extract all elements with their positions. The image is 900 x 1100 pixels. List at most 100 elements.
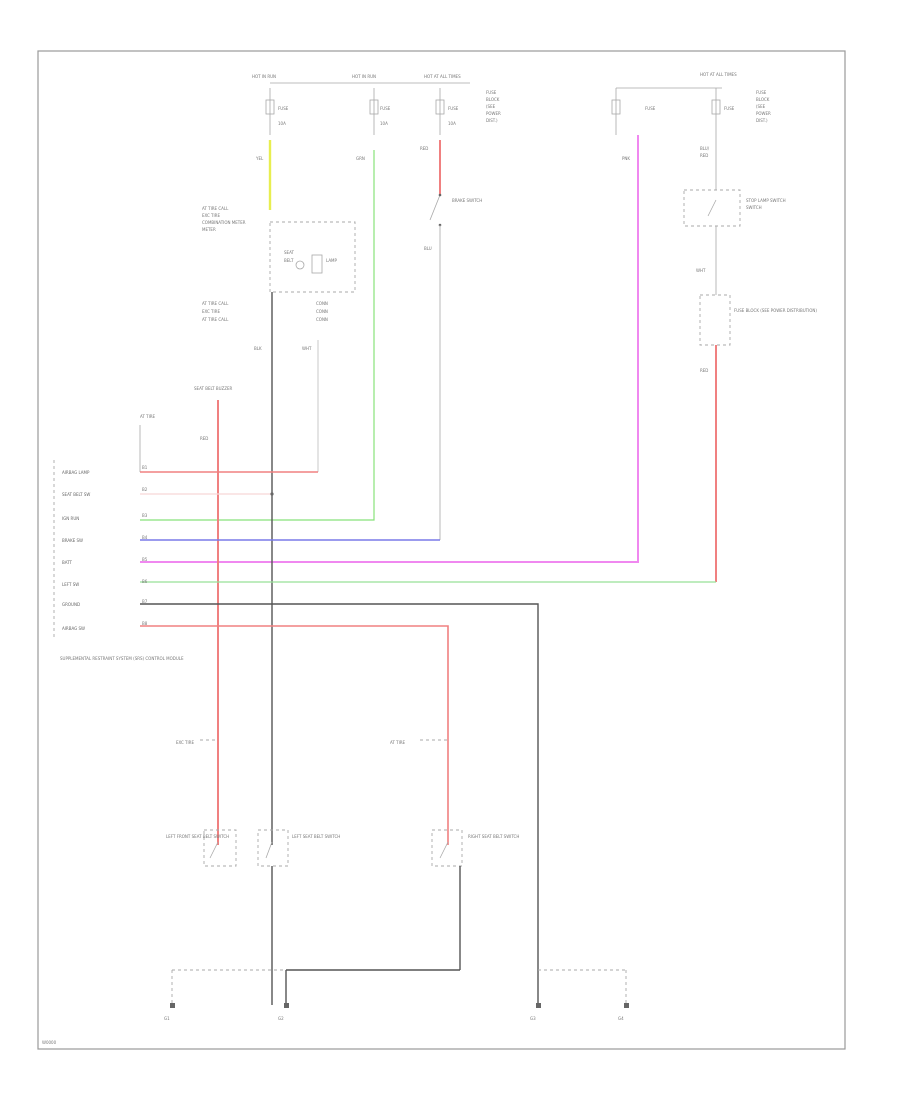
svg-text:SEAT: SEAT (284, 250, 294, 255)
svg-text:FUSE: FUSE (645, 106, 656, 111)
svg-text:B2: B2 (142, 487, 148, 492)
fuse-1: HOT IN RUN FUSE 10A (252, 74, 289, 135)
svg-text:(SEE: (SEE (756, 104, 766, 109)
svg-text:B1: B1 (142, 465, 148, 470)
wire-green-ign (140, 150, 375, 521)
svg-text:B5: B5 (142, 557, 148, 562)
svg-text:RED: RED (700, 153, 708, 158)
fuse-4: HOT AT ALL TIMES FUSE FUSE FUSE BLOCK (S… (611, 72, 771, 140)
svg-text:COMBINATION METER: COMBINATION METER (202, 220, 246, 225)
svg-text:FUSE: FUSE (756, 90, 767, 95)
svg-text:FUSE: FUSE (724, 106, 735, 111)
svg-text:AT TIRE CALL: AT TIRE CALL (202, 301, 229, 306)
svg-text:DIST.): DIST.) (756, 118, 768, 123)
svg-text:DIST.): DIST.) (486, 118, 498, 123)
svg-text:BLU/: BLU/ (700, 146, 710, 151)
svg-text:G2: G2 (278, 1016, 284, 1021)
fuse-3: HOT AT ALL TIMES FUSE 10A FUSE BLOCK (SE… (424, 74, 501, 135)
svg-text:AT TIRE: AT TIRE (140, 414, 156, 419)
svg-text:PNK: PNK (622, 156, 630, 161)
footer-code: W0000 (42, 1040, 57, 1045)
svg-text:RED: RED (200, 436, 208, 441)
svg-text:EXC TIRE: EXC TIRE (202, 309, 220, 314)
svg-text:10A: 10A (380, 121, 388, 126)
ground-3: G3 (530, 1003, 541, 1021)
svg-text:POWER: POWER (756, 111, 771, 116)
svg-text:BLU: BLU (424, 246, 432, 251)
pin-label-5: BATT (62, 560, 73, 565)
svg-text:POWER: POWER (486, 111, 501, 116)
pin-label-6: LEFT SW (62, 582, 79, 587)
svg-text:B8: B8 (142, 621, 148, 626)
svg-text:CONN: CONN (316, 309, 328, 314)
wire-ground-row7 (140, 603, 539, 1005)
seat-belt-buzzer: SEAT BELT BUZZER (194, 386, 232, 391)
svg-text:YEL: YEL (255, 156, 264, 161)
svg-text:SWITCH: SWITCH (746, 205, 762, 210)
svg-text:BELT: BELT (284, 258, 294, 263)
svg-text:BRAKE SWITCH: BRAKE SWITCH (452, 198, 482, 203)
pin-label-1: AIRBAG LAMP (62, 470, 90, 475)
svg-text:LEFT FRONT SEAT BELT SWITCH: LEFT FRONT SEAT BELT SWITCH (166, 834, 229, 839)
svg-text:METER: METER (202, 227, 216, 232)
left-front-seat-belt-switch: EXC TIRE LEFT FRONT SEAT BELT SWITCH (166, 739, 237, 867)
airbag-module: AT TIRE SUPPLEMENTAL RESTRAINT SYSTEM (S… (53, 414, 184, 661)
svg-text:SUPPLEMENTAL RESTRAINT SYSTEM: SUPPLEMENTAL RESTRAINT SYSTEM (SRS) CONT… (60, 656, 184, 661)
pin-label-7: GROUND (62, 602, 80, 607)
svg-text:G3: G3 (530, 1016, 536, 1021)
svg-text:FUSE: FUSE (380, 106, 391, 111)
svg-text:AT TIRE CALL: AT TIRE CALL (202, 317, 229, 322)
svg-text:WHT: WHT (302, 346, 312, 351)
svg-text:BLOCK: BLOCK (486, 97, 500, 102)
diagram-frame (37, 50, 846, 1050)
svg-text:SEAT BELT BUZZER: SEAT BELT BUZZER (194, 386, 232, 391)
svg-text:EXC TIRE: EXC TIRE (202, 213, 220, 218)
svg-text:RED: RED (700, 368, 708, 373)
svg-text:B7: B7 (142, 599, 148, 604)
svg-text:STOP LAMP SWITCH: STOP LAMP SWITCH (746, 198, 786, 203)
svg-text:G1: G1 (164, 1016, 170, 1021)
svg-text:FUSE: FUSE (278, 106, 289, 111)
svg-text:G4: G4 (618, 1016, 624, 1021)
fuse-2: HOT IN RUN FUSE 10A (352, 74, 391, 135)
left-seat-belt-switch: LEFT SEAT BELT SWITCH (257, 829, 340, 1005)
svg-text:HOT IN RUN: HOT IN RUN (252, 74, 276, 79)
ground-1: G1 (164, 1003, 175, 1021)
svg-text:(SEE: (SEE (486, 104, 496, 109)
ground-2: G2 (278, 1003, 289, 1021)
right-seat-belt-switch: AT TIRE RIGHT SEAT BELT SWITCH (390, 739, 519, 970)
stop-lamp-chain: BLU/ RED STOP LAMP SWITCH SWITCH WHT FUS… (683, 140, 817, 582)
svg-text:BLK: BLK (254, 346, 262, 351)
svg-text:GRN: GRN (356, 156, 365, 161)
wire-red-row8 (140, 625, 449, 845)
svg-text:FUSE: FUSE (448, 106, 459, 111)
pin-label-3: IGN RUN (62, 516, 79, 521)
pin-label-4: BRAKE SW (62, 538, 83, 543)
svg-text:AT TIRE CALL: AT TIRE CALL (202, 206, 229, 211)
ground-4: G4 (618, 1003, 629, 1021)
svg-text:AT TIRE: AT TIRE (390, 740, 406, 745)
combination-meter: AT TIRE CALL EXC TIRE COMBINATION METER … (202, 206, 356, 322)
svg-text:WHT: WHT (696, 268, 706, 273)
svg-text:HOT AT ALL TIMES: HOT AT ALL TIMES (700, 72, 737, 77)
svg-text:B3: B3 (142, 513, 148, 518)
pin-numbers: B1 B2 B3 B4 B5 B6 B7 B8 (142, 465, 148, 626)
svg-text:10A: 10A (278, 121, 286, 126)
svg-text:CONN: CONN (316, 317, 328, 322)
pin-label-8: AIRBAG SW (62, 626, 85, 631)
svg-text:BLOCK: BLOCK (756, 97, 770, 102)
svg-text:B4: B4 (142, 535, 148, 540)
svg-text:HOT IN RUN: HOT IN RUN (352, 74, 376, 79)
pin-label-2: SEAT BELT SW (62, 492, 90, 497)
svg-text:FUSE BLOCK (SEE POWER DISTRIBU: FUSE BLOCK (SEE POWER DISTRIBUTION) (734, 308, 817, 313)
svg-text:10A: 10A (448, 121, 456, 126)
brake-switch: BRAKE SWITCH BLU (424, 193, 482, 540)
svg-text:B6: B6 (142, 579, 148, 584)
svg-text:LEFT SEAT BELT SWITCH: LEFT SEAT BELT SWITCH (292, 834, 340, 839)
svg-text:EXC TIRE: EXC TIRE (176, 740, 194, 745)
svg-text:HOT AT ALL TIMES: HOT AT ALL TIMES (424, 74, 461, 79)
svg-text:RED: RED (420, 146, 428, 151)
svg-text:FUSE: FUSE (486, 90, 497, 95)
wire-pink-batt (140, 135, 639, 563)
